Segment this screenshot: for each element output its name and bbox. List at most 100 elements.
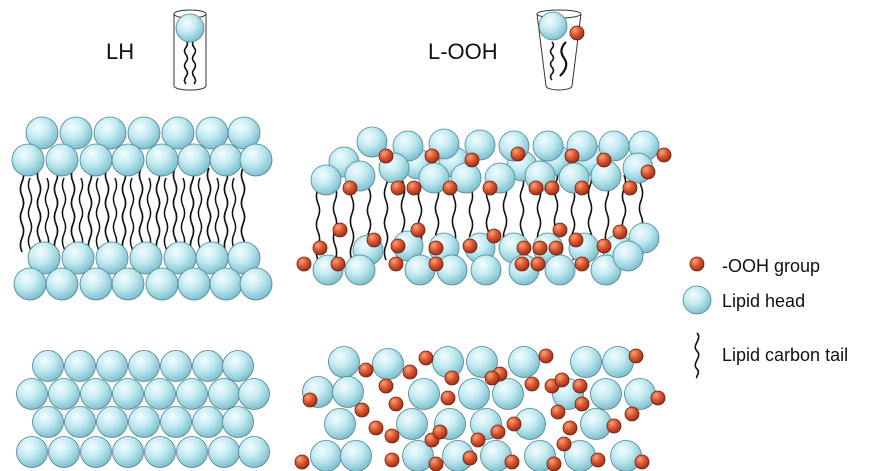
ooh-group [650, 390, 666, 406]
lipid-head [372, 348, 404, 380]
lipid-head [129, 241, 163, 275]
ooh-group [484, 370, 500, 386]
ooh-group [550, 404, 566, 420]
ooh-group [528, 180, 544, 196]
lipid-head [59, 116, 93, 150]
ooh-group [462, 450, 478, 466]
ooh-group [390, 180, 406, 196]
ooh-group [428, 456, 444, 471]
lipid-head [408, 378, 440, 410]
lipid-head [25, 116, 59, 150]
ooh-group [506, 416, 522, 432]
lipid-head [328, 346, 360, 378]
lipid-tail [104, 167, 110, 253]
lipid-head [160, 350, 192, 382]
lipid-head [340, 440, 372, 471]
looh-bilayer [296, 126, 672, 286]
ooh-group [312, 240, 328, 256]
lipid-tail [155, 167, 161, 253]
lipid-head [80, 378, 112, 410]
lipid-head [64, 350, 96, 382]
lipid-head [145, 267, 179, 301]
ooh-group [504, 454, 520, 470]
lipid-head [96, 406, 128, 438]
lipid-head [470, 254, 502, 286]
ooh-group [656, 147, 672, 163]
ooh-group [432, 424, 448, 440]
lipid-head [64, 406, 96, 438]
ooh-group [574, 256, 590, 272]
lh-lipid-icon [173, 9, 207, 91]
ooh-group [596, 238, 612, 254]
ooh-group [634, 454, 650, 470]
lipid-head [402, 440, 434, 471]
lipid-head [332, 376, 364, 408]
lipid-head [238, 378, 270, 410]
ooh-group [568, 232, 584, 248]
ooh-group [428, 240, 444, 256]
ooh-group [462, 238, 478, 254]
ooh-group [490, 424, 506, 440]
lipid-head [176, 436, 208, 468]
lipid-head [96, 350, 128, 382]
ooh-group [624, 406, 640, 422]
lipid-head [208, 436, 240, 468]
lipid-head [79, 267, 113, 301]
lipid-head [682, 285, 712, 315]
lipid-tail [223, 167, 229, 253]
lipid-head [13, 267, 47, 301]
lipid-head [127, 116, 161, 150]
ooh-group [530, 256, 546, 272]
lipid-head [356, 126, 388, 158]
lipid-head [396, 408, 428, 440]
ooh-group [342, 180, 358, 196]
lipid-head [177, 267, 211, 301]
lipid-head [209, 143, 243, 177]
ooh-group [406, 180, 422, 196]
ooh-group [548, 240, 564, 256]
lipid-head [602, 346, 634, 378]
ooh-group [424, 148, 440, 164]
ooh-group [294, 454, 310, 470]
lipid-tail [183, 39, 189, 85]
lipid-head [161, 116, 195, 150]
ooh-group [640, 164, 656, 180]
ooh-group [562, 420, 578, 436]
lipid-head [45, 267, 79, 301]
ooh-group [354, 402, 370, 418]
ooh-group [440, 390, 456, 406]
ooh-group [444, 370, 460, 386]
lipid-tail [138, 167, 144, 253]
lipid-head [538, 11, 568, 41]
lipid-tail [129, 177, 135, 263]
lipid-head [177, 143, 211, 177]
ooh-group [330, 256, 346, 272]
ooh-group [628, 348, 644, 364]
ooh-group [296, 256, 312, 272]
ooh-group [390, 238, 406, 254]
lipid-head [239, 267, 273, 301]
ooh-group [510, 146, 526, 162]
lipid-head [209, 267, 243, 301]
ooh-group [388, 396, 404, 412]
lipid-head [144, 436, 176, 468]
lipid-tail [87, 167, 93, 253]
lipid-tail [172, 167, 178, 253]
lipid-head [93, 116, 127, 150]
lipid-tail [61, 177, 67, 263]
lipid-head [11, 143, 45, 177]
lipid-head [144, 378, 176, 410]
ooh-group [606, 418, 622, 434]
ooh-group [524, 376, 540, 392]
ooh-group [689, 256, 705, 272]
ooh-group [552, 222, 568, 238]
ooh-group [384, 428, 400, 444]
lipid-head [111, 267, 145, 301]
ooh-group [366, 232, 382, 248]
ooh-group [546, 456, 562, 471]
ooh-group [554, 372, 570, 388]
ooh-group [574, 396, 590, 412]
lipid-tail [206, 167, 212, 253]
legend-ooh-icon [689, 256, 705, 272]
